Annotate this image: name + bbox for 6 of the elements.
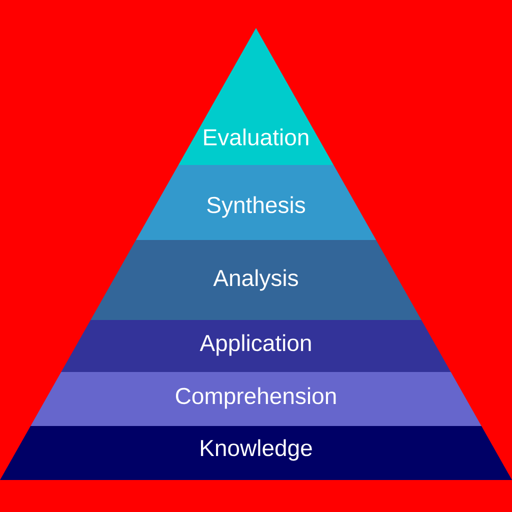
pyramid-level: Synthesis [136, 165, 376, 240]
pyramid-level: Application [61, 320, 451, 372]
pyramid-level: Analysis [90, 240, 422, 320]
pyramid-level: Comprehension [30, 372, 482, 426]
pyramid-level: Evaluation [178, 28, 334, 165]
pyramid-level: Knowledge [0, 426, 512, 480]
